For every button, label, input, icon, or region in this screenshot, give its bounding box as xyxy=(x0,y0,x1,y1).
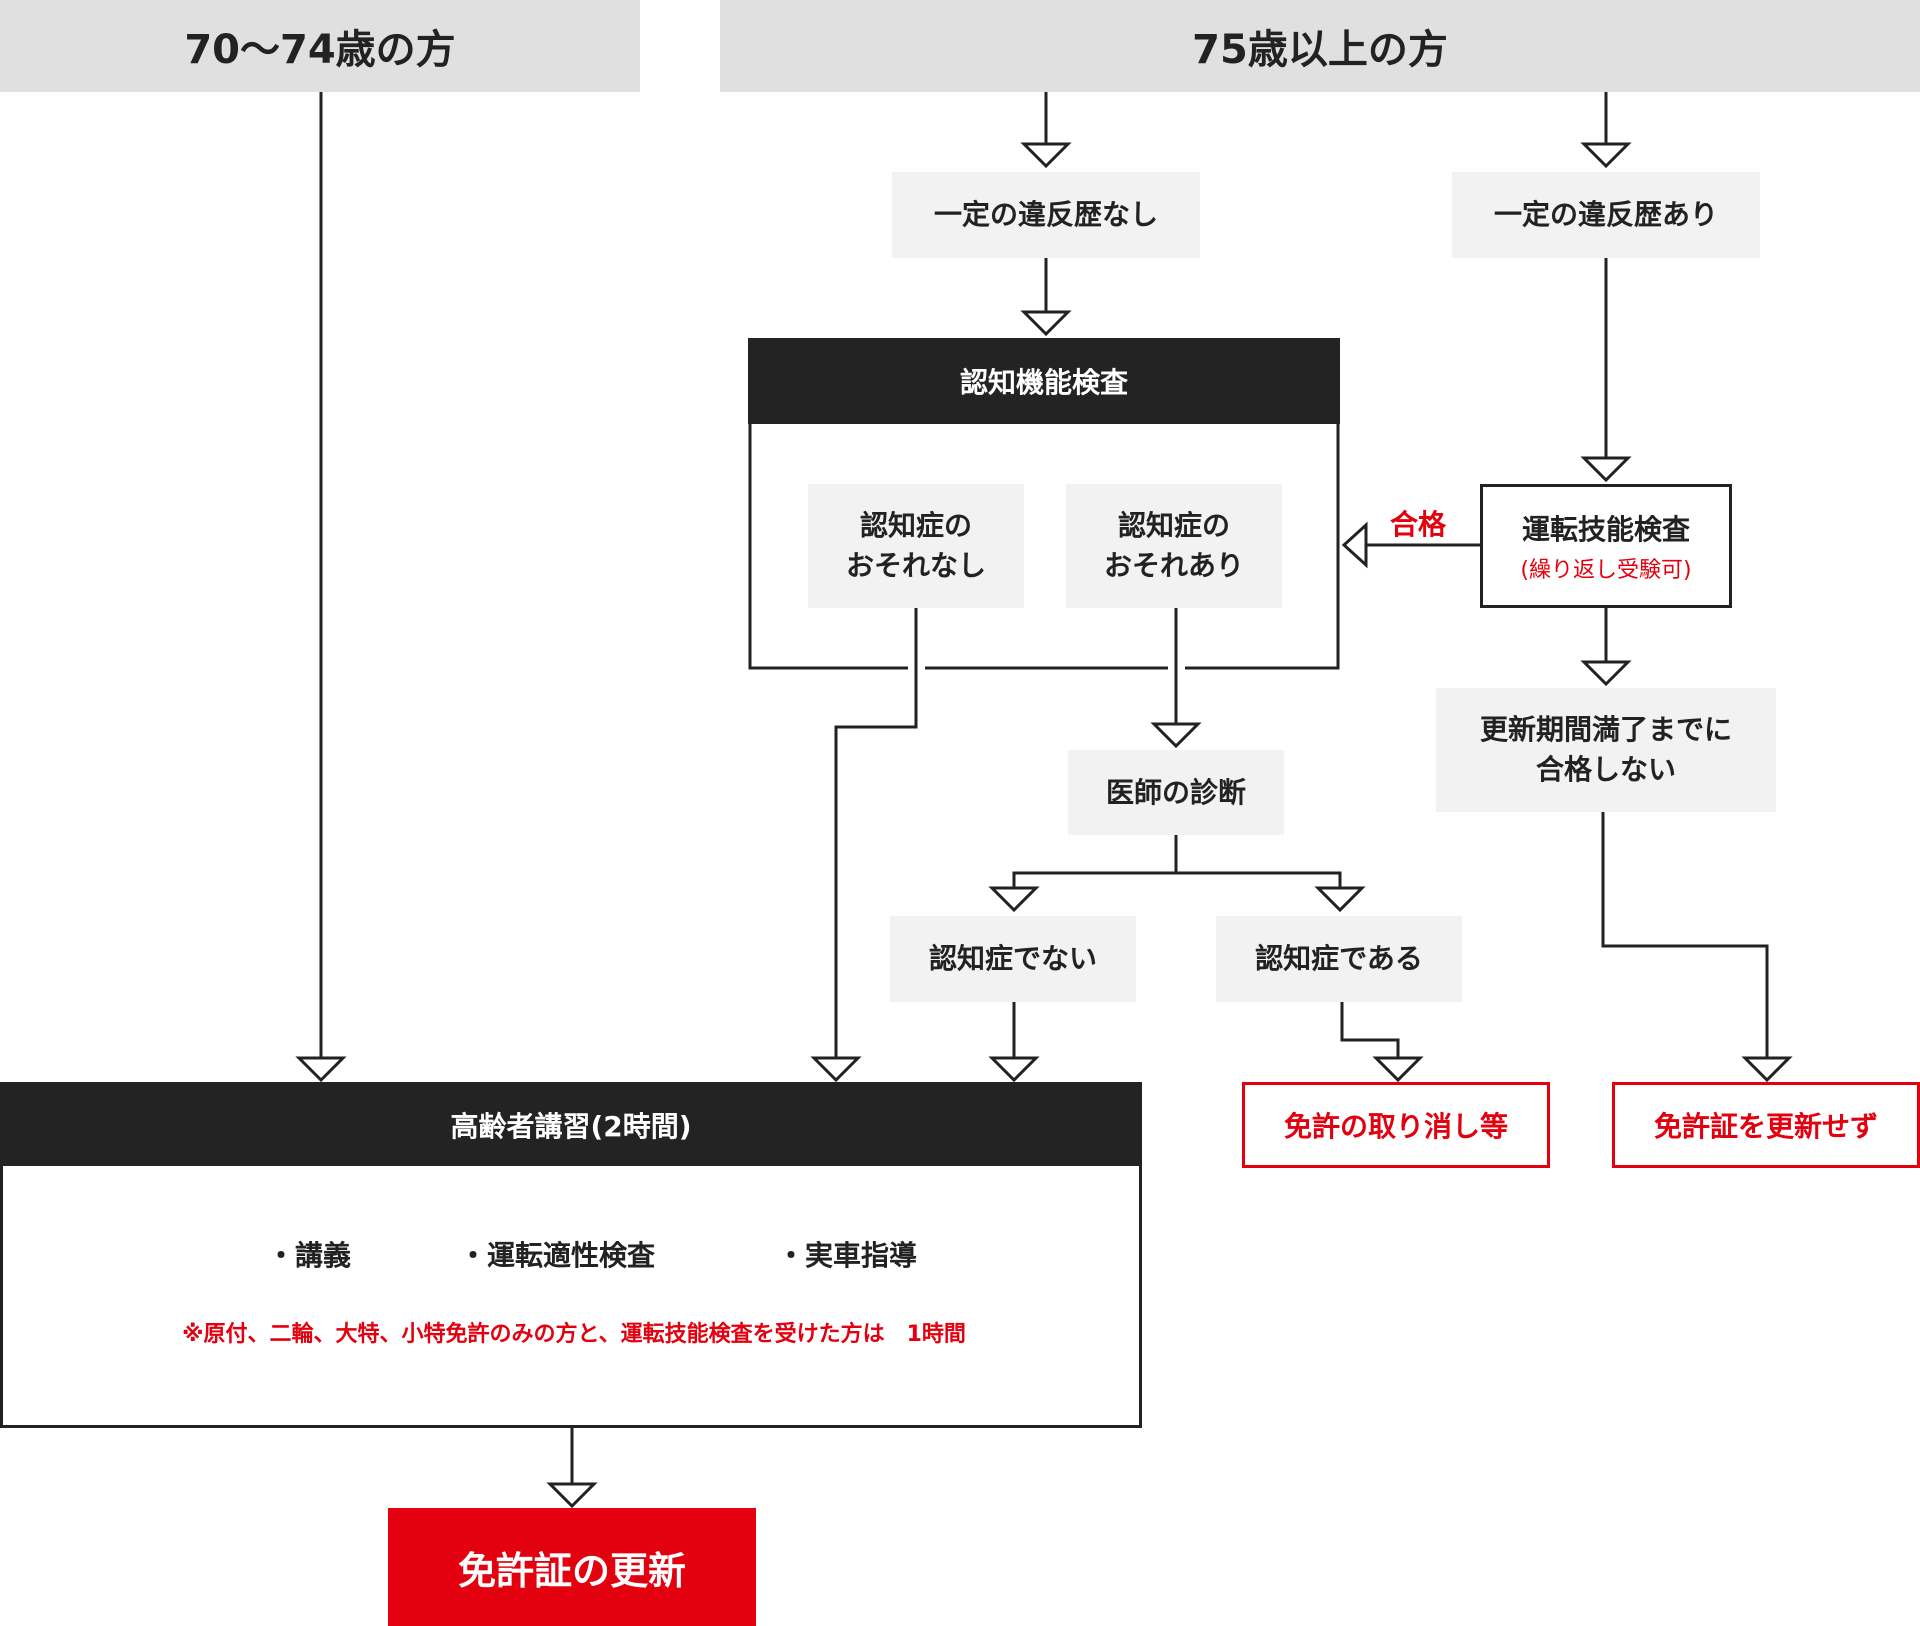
violation-exists-box: 一定の違反歴あり xyxy=(1452,172,1760,258)
not-pass-box: 更新期間満了までに 合格しない xyxy=(1436,688,1776,812)
driving-test-note: (繰り返し受験可) xyxy=(1520,558,1692,583)
driving-skill-test-box: 運転技能検査 (繰り返し受験可) xyxy=(1480,484,1732,608)
license-renewal-box: 免許証の更新 xyxy=(388,1508,756,1626)
cognitive-test-title: 認知機能検査 xyxy=(959,366,1128,399)
dementia-label: 認知症である xyxy=(1255,942,1423,975)
header-age-75-plus: 75歳以上の方 xyxy=(720,0,1920,92)
header-label: 75歳以上の方 xyxy=(1192,27,1448,73)
arrowhead xyxy=(1372,1056,1424,1083)
arrowhead xyxy=(1314,886,1366,913)
no-dementia-risk-box: 認知症の おそれなし xyxy=(808,484,1024,608)
senior-lecture-body: ・講義 ・運転適性検査 ・実車指導 ※原付、二輪、大特、小特免許のみの方と、運転… xyxy=(0,1166,1142,1428)
arrowhead xyxy=(1580,142,1632,169)
dementia-box: 認知症である xyxy=(1216,916,1462,1002)
arrowhead xyxy=(988,1056,1040,1083)
no-risk-line-2: おそれなし xyxy=(845,549,986,582)
not-dementia-box: 認知症でない xyxy=(890,916,1136,1002)
not-dementia-label: 認知症でない xyxy=(928,942,1097,975)
connector xyxy=(1012,871,1342,888)
cognitive-frame xyxy=(1185,423,1340,670)
senior-lecture-header: 高齢者講習(2時間) xyxy=(0,1082,1142,1168)
driving-test-title: 運転技能検査 xyxy=(1521,513,1690,546)
doctor-diagnosis-label: 医師の診断 xyxy=(1105,775,1246,809)
revocation-label: 免許の取り消し等 xyxy=(1283,1110,1508,1143)
violation-none-label: 一定の違反歴なし xyxy=(933,198,1158,231)
no-renewal-box: 免許証を更新せず xyxy=(1612,1082,1920,1168)
arrowhead xyxy=(1150,722,1202,749)
cognitive-frame xyxy=(748,423,908,670)
not-pass-line-2: 合格しない xyxy=(1535,753,1676,786)
lecture-item-aptitude-test: ・運転適性検査 xyxy=(459,1239,656,1272)
arrowhead xyxy=(1020,142,1072,169)
pass-label-text: 合格 xyxy=(1390,508,1447,541)
license-revocation-box: 免許の取り消し等 xyxy=(1242,1082,1550,1168)
arrowhead xyxy=(1580,660,1632,687)
violation-exists-label: 一定の違反歴あり xyxy=(1493,198,1718,231)
arrowhead xyxy=(1341,521,1368,569)
arrowhead xyxy=(1020,310,1072,337)
arrowhead xyxy=(295,1056,347,1083)
not-pass-line-1: 更新期間満了までに xyxy=(1479,713,1732,746)
lecture-note: ※原付、二輪、大特、小特免許のみの方と、運転技能検査を受けた方は 1時間 xyxy=(182,1322,966,1347)
cognitive-test-header: 認知機能検査 xyxy=(748,338,1340,424)
header-label: 70〜74歳の方 xyxy=(184,27,456,73)
doctor-diagnosis-box: 医師の診断 xyxy=(1068,750,1284,835)
connector xyxy=(1601,812,1769,1058)
arrowhead xyxy=(1741,1056,1793,1083)
connector xyxy=(1340,1002,1400,1058)
risk-line-2: おそれあり xyxy=(1103,549,1244,582)
risk-line-1: 認知症の xyxy=(1117,509,1230,542)
lecture-items: ・講義 ・運転適性検査 ・実車指導 xyxy=(3,1234,1145,1274)
header-age-70-74: 70〜74歳の方 xyxy=(0,0,640,92)
license-renewal-label: 免許証の更新 xyxy=(457,1548,686,1593)
arrowhead xyxy=(1580,456,1632,483)
no-renewal-label: 免許証を更新せず xyxy=(1653,1110,1878,1143)
arrowhead xyxy=(810,1056,862,1083)
lecture-item-lecture: ・講義 xyxy=(267,1239,352,1272)
arrowhead xyxy=(546,1482,598,1509)
dementia-risk-box: 認知症の おそれあり xyxy=(1066,484,1282,608)
pass-label: 合格 xyxy=(1390,503,1446,543)
no-risk-line-1: 認知症の xyxy=(859,509,972,542)
connector xyxy=(834,608,918,1058)
arrowhead xyxy=(988,886,1040,913)
lecture-item-road-practice: ・実車指導 xyxy=(777,1239,918,1272)
violation-none-box: 一定の違反歴なし xyxy=(892,172,1200,258)
senior-lecture-title: 高齢者講習(2時間) xyxy=(450,1110,692,1143)
